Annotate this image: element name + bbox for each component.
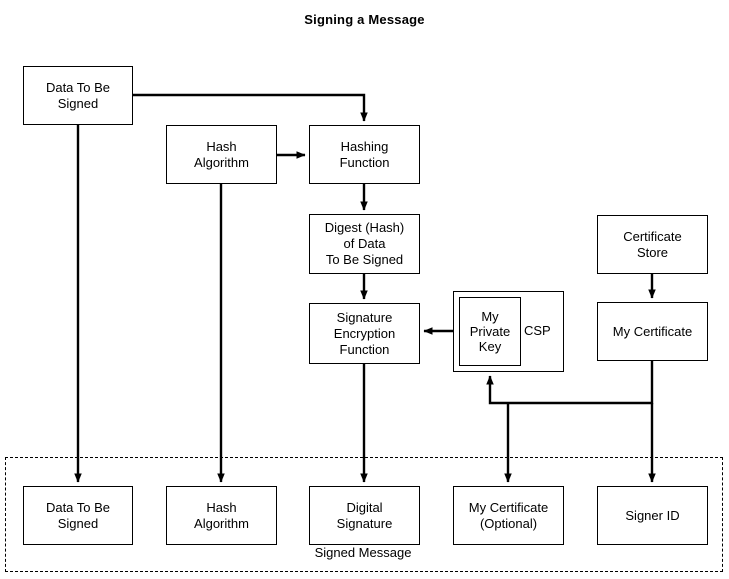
signed-message-caption: Signed Message: [314, 545, 412, 560]
node-output-signer-id[interactable]: Signer ID: [597, 486, 708, 545]
node-my-private-key[interactable]: My Private Key: [459, 297, 521, 366]
node-output-digital-signature[interactable]: Digital Signature: [309, 486, 420, 545]
node-output-hash-algorithm[interactable]: Hash Algorithm: [166, 486, 277, 545]
node-signature-encryption-function[interactable]: Signature Encryption Function: [309, 303, 420, 364]
page-title: Signing a Message: [304, 12, 425, 27]
node-my-certificate[interactable]: My Certificate: [597, 302, 708, 361]
node-digest[interactable]: Digest (Hash) of Data To Be Signed: [309, 214, 420, 274]
connector-my-certificate-to-private-key: [486, 361, 654, 405]
node-hash-algorithm[interactable]: Hash Algorithm: [166, 125, 277, 184]
node-data-to-be-signed[interactable]: Data To Be Signed: [23, 66, 133, 125]
node-output-my-certificate[interactable]: My Certificate (Optional): [453, 486, 564, 545]
connector-data-to-hashing-function: [133, 93, 368, 122]
node-certificate-store[interactable]: Certificate Store: [597, 215, 708, 274]
node-hashing-function[interactable]: Hashing Function: [309, 125, 420, 184]
node-output-data-to-be-signed[interactable]: Data To Be Signed: [23, 486, 133, 545]
signed-message-group: [5, 457, 723, 572]
node-csp-label: CSP: [524, 323, 551, 338]
